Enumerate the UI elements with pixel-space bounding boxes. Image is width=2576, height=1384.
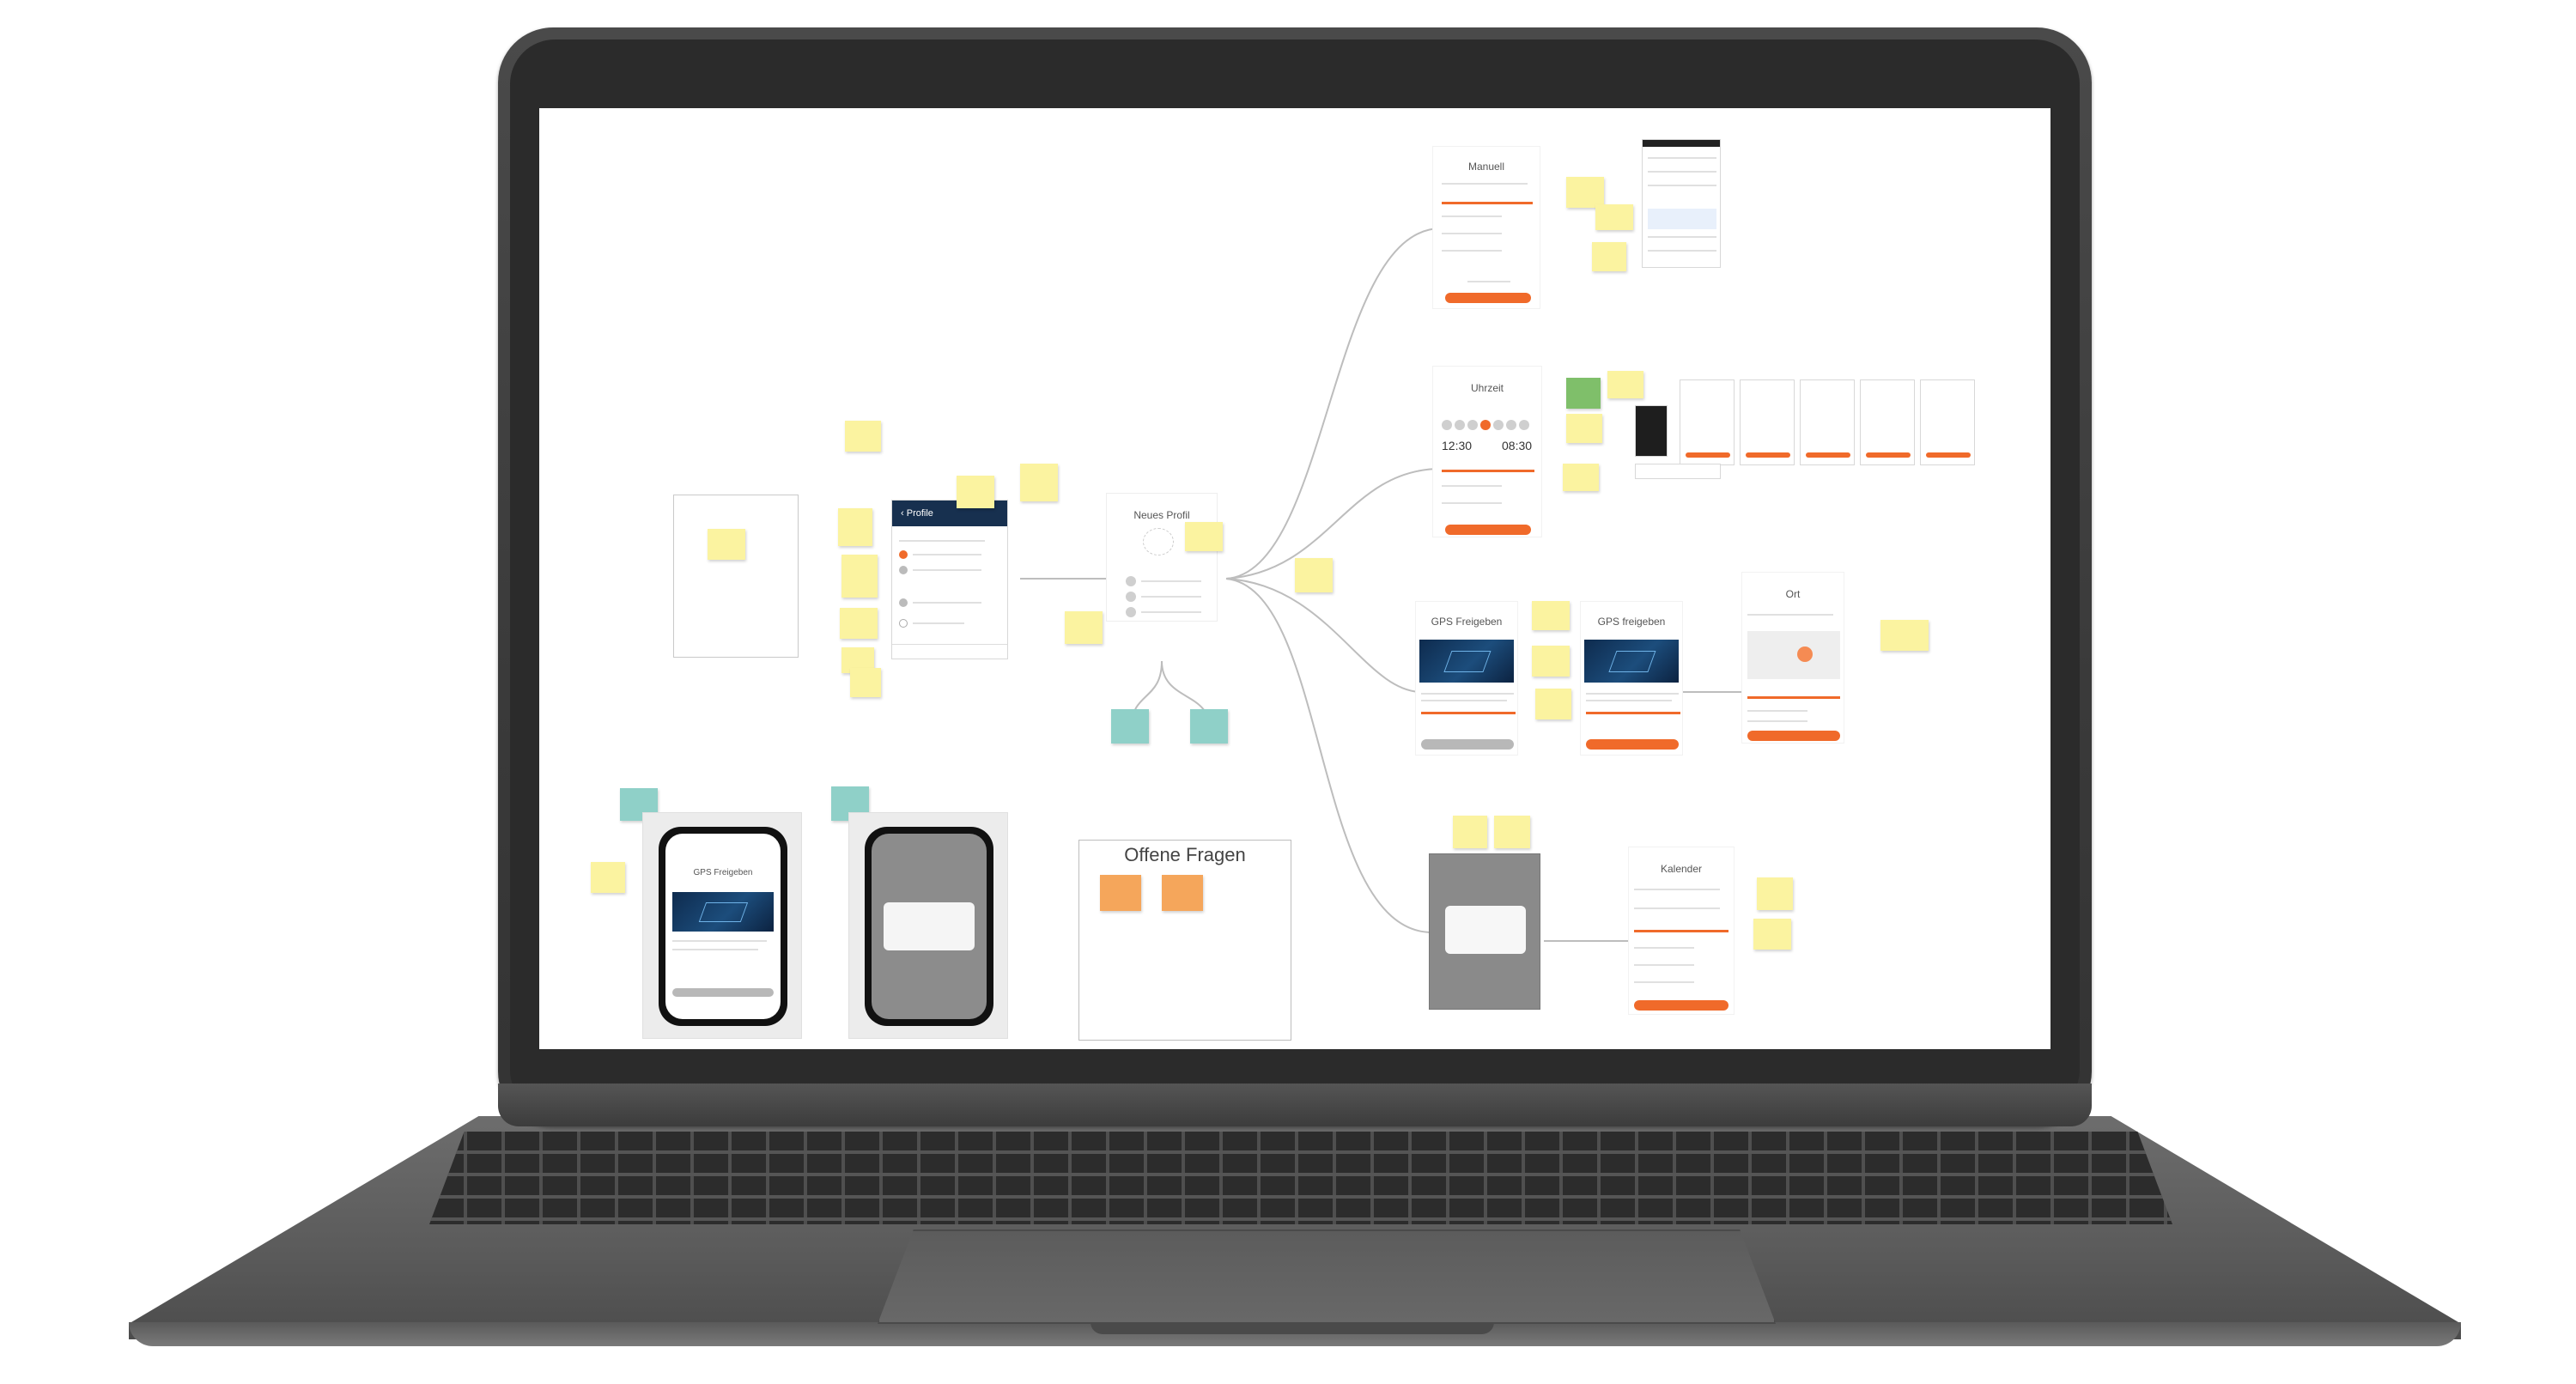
- profile-title: Profile: [906, 508, 933, 519]
- sticky-note[interactable]: [1532, 646, 1570, 677]
- manuell-save-button[interactable]: [1445, 293, 1531, 303]
- gps-freigeben-title: GPS Freigeben: [693, 868, 753, 877]
- kalender-save-button[interactable]: [1634, 1000, 1728, 1011]
- map-preview: [1747, 631, 1840, 679]
- gps-freigeben-screen-2[interactable]: GPS freigeben: [1580, 601, 1683, 756]
- gps-freigeben-title: GPS freigeben: [1597, 616, 1666, 628]
- offene-fragen-title: Offene Fragen: [1124, 844, 1246, 865]
- sticky-note[interactable]: [1535, 689, 1571, 719]
- sticky-note[interactable]: [708, 529, 745, 560]
- gps-illustration: [1419, 640, 1514, 683]
- permission-phone-mockup[interactable]: [848, 812, 1008, 1039]
- gps-illustration: [1584, 640, 1679, 683]
- gps-phone-mockup[interactable]: GPS Freigeben: [642, 812, 802, 1039]
- gps-illustration: [672, 892, 774, 932]
- calendar-permission-screen[interactable]: [1429, 853, 1540, 1010]
- laptop-front-notch: [1091, 1322, 1494, 1334]
- sticky-note-green[interactable]: [1566, 378, 1601, 409]
- ort-save-button[interactable]: [1747, 731, 1840, 741]
- connector-to-kalender: [1225, 578, 1433, 933]
- uhrzeit-screen[interactable]: Uhrzeit 12:30 08:30: [1432, 366, 1542, 537]
- variant-screen[interactable]: [1740, 379, 1795, 465]
- sticky-note-orange[interactable]: [1162, 875, 1203, 911]
- uhrzeit-title: Uhrzeit: [1470, 382, 1504, 394]
- gps-freigeben-title: GPS Freigeben: [1431, 616, 1503, 628]
- variant-screen[interactable]: [1635, 464, 1721, 479]
- offene-fragen-frame[interactable]: Offene Fragen: [1078, 840, 1291, 1041]
- sticky-note[interactable]: [838, 508, 872, 546]
- time-from[interactable]: 12:30: [1442, 439, 1473, 452]
- sticky-note[interactable]: [841, 555, 878, 598]
- sticky-note[interactable]: [1595, 204, 1633, 230]
- sticky-note[interactable]: [1020, 464, 1058, 501]
- gps-disabled-button[interactable]: [672, 988, 774, 997]
- ort-title: Ort: [1785, 588, 1801, 600]
- sticky-note[interactable]: [1563, 464, 1599, 491]
- sticky-note[interactable]: [1295, 558, 1333, 592]
- connector-to-manuell: [1225, 228, 1442, 580]
- variant-screen[interactable]: [1680, 379, 1735, 465]
- sticky-note[interactable]: [1566, 414, 1602, 443]
- permission-dialog[interactable]: [1445, 906, 1526, 954]
- variant-screen[interactable]: [1860, 379, 1915, 465]
- ort-screen[interactable]: Ort: [1741, 572, 1844, 744]
- variant-screen[interactable]: [1920, 379, 1975, 465]
- empty-frame[interactable]: [673, 495, 799, 658]
- sticky-note[interactable]: [1065, 611, 1103, 644]
- time-to[interactable]: 08:30: [1502, 439, 1533, 452]
- sticky-note[interactable]: [1453, 816, 1487, 848]
- gps-enable-button[interactable]: [1586, 739, 1679, 750]
- laptop-hinge: [498, 1084, 2092, 1126]
- sticky-note[interactable]: [1494, 816, 1530, 848]
- connector-to-uhrzeit: [1225, 468, 1442, 580]
- whiteboard-canvas[interactable]: ‹ Profile Neues Profil Manuell: [539, 108, 2050, 1049]
- sticky-note[interactable]: [1532, 601, 1570, 630]
- trackpad: [878, 1229, 1776, 1324]
- sticky-note[interactable]: [1880, 620, 1929, 651]
- sticky-note[interactable]: [1592, 242, 1626, 271]
- sticky-note[interactable]: [957, 476, 994, 508]
- profile-image-placeholder: [1143, 528, 1174, 555]
- connector-to-gps: [1225, 578, 1423, 693]
- gps-freigeben-screen[interactable]: GPS Freigeben: [1415, 601, 1518, 756]
- sticky-note[interactable]: [840, 608, 878, 639]
- neues-profil-title: Neues Profil: [1133, 509, 1190, 521]
- profile-screen[interactable]: ‹ Profile: [891, 500, 1008, 659]
- keyboard-rows: [429, 1132, 2172, 1224]
- kalender-title: Kalender: [1660, 863, 1703, 875]
- sticky-note[interactable]: [591, 862, 625, 893]
- manuell-reference-screen[interactable]: [1642, 139, 1721, 268]
- sticky-note[interactable]: [1757, 877, 1793, 910]
- sticky-note[interactable]: [845, 421, 881, 452]
- kalender-screen[interactable]: Kalender: [1628, 847, 1735, 1015]
- manuell-screen[interactable]: Manuell: [1432, 146, 1540, 309]
- uhrzeit-save-button[interactable]: [1445, 525, 1531, 535]
- sticky-note[interactable]: [1753, 919, 1791, 950]
- sticky-note[interactable]: [1185, 522, 1223, 551]
- sticky-note[interactable]: [850, 668, 881, 697]
- permission-dialog[interactable]: [884, 902, 975, 950]
- sticky-note-teal[interactable]: [1111, 709, 1149, 744]
- sticky-note[interactable]: [1566, 177, 1604, 208]
- time-picker-reference[interactable]: [1635, 405, 1668, 457]
- sticky-note-teal[interactable]: [1190, 709, 1228, 744]
- neues-profil-screen[interactable]: Neues Profil: [1106, 493, 1218, 622]
- gps-disabled-button[interactable]: [1421, 739, 1514, 750]
- variant-screen[interactable]: [1800, 379, 1855, 465]
- manuell-title: Manuell: [1467, 161, 1505, 173]
- sticky-note[interactable]: [1607, 371, 1643, 398]
- sticky-note-orange[interactable]: [1100, 875, 1141, 911]
